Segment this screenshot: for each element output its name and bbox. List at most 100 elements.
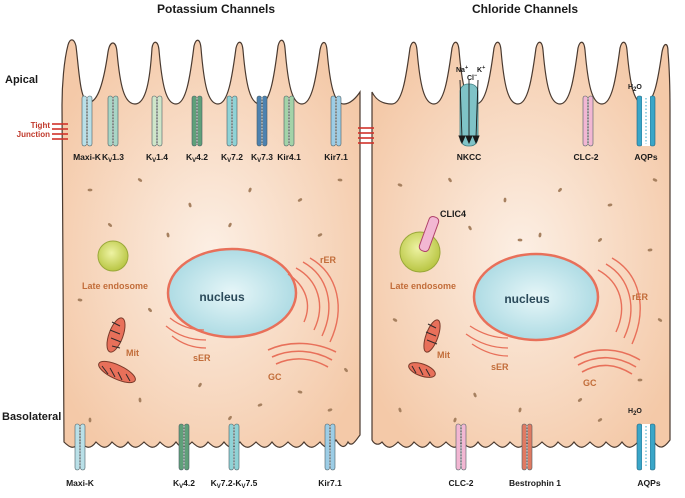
- granule: [137, 178, 143, 182]
- tight-junction-middle: [358, 127, 374, 144]
- label-late-endosome-left: Late endosome: [82, 281, 149, 291]
- label-gc-left: GC: [268, 372, 282, 382]
- mitochondria-right: [408, 319, 441, 378]
- label-bestrophin1: Bestrophin 1: [509, 478, 561, 488]
- granule: [607, 203, 613, 207]
- label-late-endosome-right: Late endosome: [390, 281, 457, 291]
- channel-left-apical-0: [81, 95, 93, 147]
- channel-bestrophin1: [521, 423, 533, 471]
- channel-left-basal-3: [324, 423, 336, 471]
- channel-aqp-basal: [636, 423, 656, 471]
- granule: [248, 187, 252, 193]
- label-left-basal-1: KV4.2: [173, 478, 195, 490]
- nkcc-arrows: [458, 79, 480, 145]
- tight-junction-left: [52, 123, 68, 140]
- label-left-apical-1: KV1.3: [102, 152, 124, 164]
- label-mit-left: Mit: [126, 348, 139, 358]
- granule: [77, 298, 83, 302]
- golgi-left: [267, 342, 337, 368]
- granule: [657, 318, 663, 322]
- granule: [392, 318, 398, 322]
- granule: [337, 178, 343, 182]
- granule: [228, 415, 232, 421]
- channel-left-apical-3: [191, 95, 203, 147]
- label-na-ion: Na+: [456, 65, 469, 74]
- channel-clc2-apical: [582, 95, 594, 147]
- granule: [518, 407, 522, 413]
- label-rer-left: rER: [320, 255, 337, 265]
- label-basolateral: Basolateral: [2, 411, 62, 423]
- nucleus-left: [166, 247, 298, 339]
- membrane-channels: [74, 83, 656, 471]
- rough-er-right: [597, 257, 641, 345]
- granule: [577, 398, 583, 402]
- label-left-basal-0: Maxi-K: [66, 478, 94, 488]
- granule: [538, 232, 542, 238]
- label-clic4: CLIC4: [440, 209, 467, 219]
- label-clc2-basal: CLC-2: [448, 478, 474, 488]
- golgi-right: [573, 349, 641, 375]
- channel-left-apical-1: [107, 95, 119, 147]
- granule: [637, 378, 643, 382]
- mitochondria-left: [98, 317, 136, 384]
- label-aqps-apical: AQPs: [634, 152, 658, 162]
- granule: [297, 390, 303, 394]
- label-rer-right: rER: [632, 292, 649, 302]
- label-left-basal-3: Kir7.1: [318, 478, 342, 488]
- label-left-apical-5: KV7.3: [251, 152, 273, 164]
- label-tight-junction: Tight Junction: [16, 121, 50, 139]
- channel-left-apical-2: [151, 95, 163, 147]
- label-left-apical-7: Kir7.1: [324, 152, 348, 162]
- label-nkcc: NKCC: [456, 152, 482, 162]
- granule: [503, 197, 507, 203]
- granule: [468, 225, 472, 231]
- granule: [473, 392, 477, 398]
- label-nucleus-left: nucleus: [199, 290, 245, 304]
- granule: [87, 188, 93, 192]
- granule: [257, 403, 263, 407]
- smooth-er-right: [465, 325, 509, 357]
- granule: [598, 238, 602, 242]
- granule: [148, 308, 152, 312]
- label-k-ion: K+: [477, 65, 486, 74]
- label-h2o-basal: H2O: [628, 408, 642, 417]
- granule: [448, 177, 452, 183]
- granule: [652, 178, 658, 182]
- nucleus-right: [472, 252, 600, 342]
- label-aqps-basal: AQPs: [637, 478, 661, 488]
- granule: [398, 407, 402, 413]
- channel-aqp-apical: [636, 95, 656, 147]
- channel-left-apical-4: [226, 95, 238, 147]
- late-endosome-left: [97, 240, 129, 272]
- granule: [397, 183, 403, 187]
- granule: [597, 418, 603, 422]
- channel-left-apical-7: [330, 95, 342, 147]
- granule: [558, 187, 562, 193]
- granule: [188, 202, 192, 208]
- channel-left-basal-0: [74, 423, 86, 471]
- channel-clc2-basal: [455, 423, 467, 471]
- label-nucleus-right: nucleus: [504, 292, 550, 306]
- label-gc-right: GC: [583, 378, 597, 388]
- granule: [517, 238, 523, 242]
- granule: [138, 397, 142, 403]
- cytoplasm-granules: [77, 177, 663, 423]
- channel-left-basal-2: [228, 423, 240, 471]
- granule: [107, 223, 113, 227]
- label-left-apical-2: KV1.4: [146, 152, 168, 164]
- channel-left-apical-5: [256, 95, 268, 147]
- label-cl-ion: Cl−: [467, 73, 478, 82]
- late-endosome-right: [399, 231, 441, 273]
- label-left-apical-4: KV7.2: [221, 152, 243, 164]
- granule: [453, 417, 457, 423]
- granule: [297, 198, 303, 202]
- label-left-basal-2: KV7.2-KV7.5: [210, 478, 258, 490]
- label-apical: Apical: [5, 74, 39, 86]
- granule: [166, 232, 170, 238]
- label-left-apical-3: KV4.2: [186, 152, 208, 164]
- label-left-apical-6: Kir4.1: [277, 152, 301, 162]
- title-chloride-channels: Chloride Channels: [472, 2, 579, 16]
- granule: [228, 222, 232, 228]
